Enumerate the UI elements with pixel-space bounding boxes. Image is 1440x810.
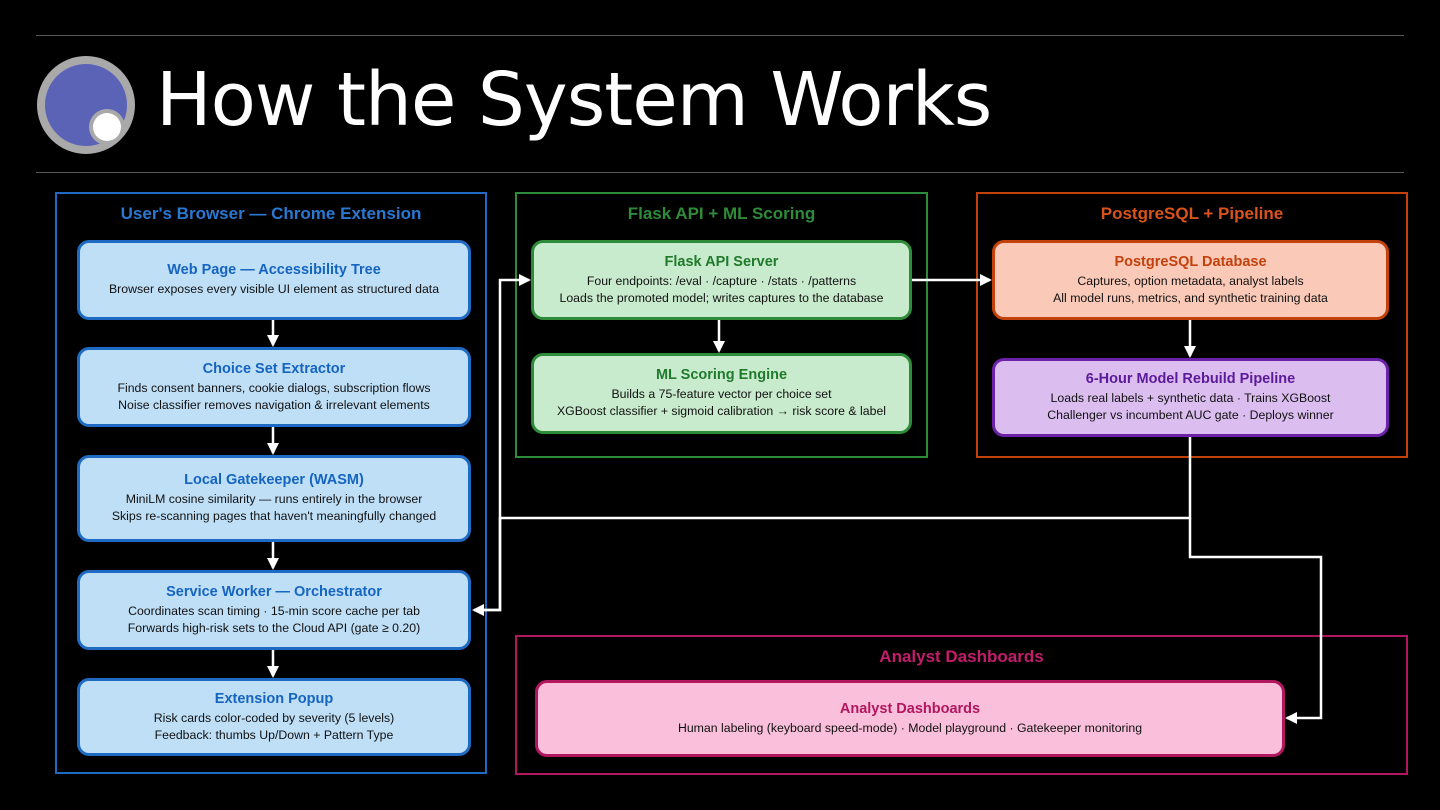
page-title: How the System Works — [156, 57, 992, 143]
group-title-postgres: PostgreSQL + Pipeline — [1100, 204, 1284, 223]
node-description: Forwards high-risk sets to the Cloud API… — [127, 620, 421, 635]
node-choice-set-extractor[interactable]: Choice Set Extractor Finds consent banne… — [77, 347, 471, 427]
node-title: ML Scoring Engine — [655, 367, 788, 383]
node-web-page[interactable]: Web Page — Accessibility Tree Browser ex… — [77, 240, 471, 320]
node-postgresql-database[interactable]: PostgreSQL Database Captures, option met… — [992, 240, 1389, 320]
node-description: All model runs, metrics, and synthetic t… — [1053, 290, 1328, 305]
node-description: Four endpoints: /eval · /capture · /stat… — [586, 273, 857, 288]
node-title: 6-Hour Model Rebuild Pipeline — [1085, 371, 1296, 387]
node-title: Web Page — Accessibility Tree — [167, 262, 381, 278]
arrow-pipeline-to-dashboards — [1188, 518, 1323, 724]
node-description: Browser exposes every visible UI element… — [108, 282, 440, 296]
group-flask: Flask API + ML Scoring — [515, 192, 928, 458]
node-description: Loads real labels + synthetic data · Tra… — [1050, 391, 1331, 405]
node-local-gatekeeper[interactable]: Local Gatekeeper (WASM) MiniLM cosine si… — [77, 455, 471, 542]
header-divider — [36, 172, 1404, 173]
group-dashboards: Analyst Dashboards — [515, 635, 1408, 775]
node-title: Service Worker — Orchestrator — [166, 583, 382, 600]
node-title: Choice Set Extractor — [202, 360, 346, 377]
group-title-browser: User's Browser — Chrome Extension — [120, 204, 422, 223]
group-browser: User's Browser — Chrome Extension — [55, 192, 487, 774]
circle-logo-icon — [37, 56, 135, 154]
node-description: Loads the promoted model; writes capture… — [559, 290, 884, 305]
node-description: XGBoost classifier + sigmoid calibration… — [556, 404, 887, 418]
node-ml-scoring-engine[interactable]: ML Scoring Engine Builds a 75-feature ve… — [531, 353, 912, 434]
node-description: Builds a 75-feature vector per choice se… — [611, 387, 832, 401]
arrow-worker-to-api — [474, 274, 531, 612]
arrow-pipeline-to-worker — [472, 437, 1192, 616]
node-description: Challenger vs incumbent AUC gate · Deplo… — [1047, 408, 1334, 422]
node-analyst-dashboards[interactable]: Analyst Dashboards Human labeling (keybo… — [535, 680, 1285, 757]
node-description: Captures, option metadata, analyst label… — [1077, 273, 1304, 288]
node-description: Noise classifier removes navigation & ir… — [118, 397, 430, 412]
node-description: Risk cards color-coded by severity (5 le… — [153, 710, 395, 725]
node-title: PostgreSQL Database — [1114, 253, 1267, 270]
group-title-dashboards: Analyst Dashboards — [879, 647, 1044, 666]
group-title-flask: Flask API + ML Scoring — [627, 204, 816, 223]
node-title: Flask API Server — [664, 253, 779, 270]
node-description: Feedback: thumbs Up/Down + Pattern Type — [154, 727, 394, 742]
node-title: Analyst Dashboards — [839, 700, 981, 717]
group-postgres: PostgreSQL + Pipeline — [976, 192, 1408, 458]
node-description: MiniLM cosine similarity — runs entirely… — [125, 492, 423, 506]
node-flask-api-server[interactable]: Flask API Server Four endpoints: /eval ·… — [531, 240, 912, 320]
node-model-rebuild-pipeline[interactable]: 6-Hour Model Rebuild Pipeline Loads real… — [992, 358, 1389, 437]
node-description: Coordinates scan timing · 15-min score c… — [128, 603, 420, 618]
node-service-worker[interactable]: Service Worker — Orchestrator Coordinate… — [77, 570, 471, 650]
node-description: Skips re-scanning pages that haven't mea… — [111, 509, 437, 523]
node-title: Local Gatekeeper (WASM) — [184, 472, 364, 488]
node-description: Human labeling (keyboard speed-mode) · M… — [677, 720, 1143, 735]
node-extension-popup[interactable]: Extension Popup Risk cards color-coded b… — [77, 678, 471, 756]
node-description: Finds consent banners, cookie dialogs, s… — [117, 380, 431, 395]
top-divider — [36, 35, 1404, 36]
node-title: Extension Popup — [214, 690, 334, 707]
